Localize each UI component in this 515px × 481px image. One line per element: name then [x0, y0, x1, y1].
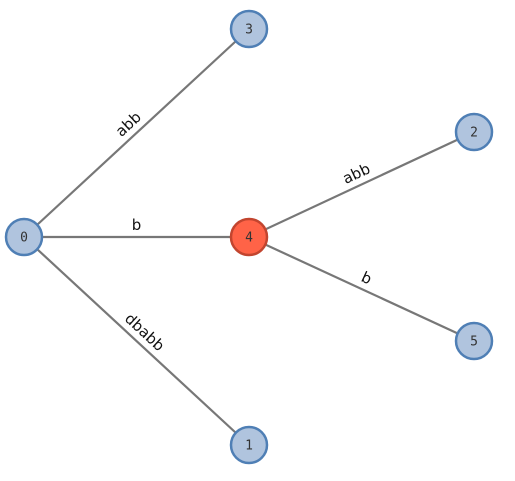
node-label-0: 0	[20, 231, 28, 246]
edge-label-0-4: b	[132, 216, 142, 234]
node-1: 1	[229, 425, 269, 465]
node-label-4: 4	[245, 231, 253, 246]
edge-label-4-2: abb	[340, 159, 373, 187]
edge-0-1	[23, 236, 250, 446]
edges-layer	[23, 28, 475, 446]
edge-label-0-3: abb	[112, 108, 145, 140]
edge-4-5	[248, 236, 475, 342]
nodes-layer: 0 3 2 4 5 1	[4, 9, 494, 465]
node-label-5: 5	[470, 335, 478, 350]
node-5: 5	[454, 321, 494, 361]
node-0: 0	[4, 217, 44, 257]
node-circle-2	[454, 112, 494, 152]
edge-label-4-5: b	[358, 268, 374, 288]
node-2: 2	[454, 112, 494, 152]
edge-4-2	[248, 131, 475, 238]
node-label-2: 2	[470, 126, 478, 141]
node-3: 3	[229, 9, 269, 49]
node-circle-3	[229, 9, 269, 49]
node-4: 4	[229, 217, 269, 257]
node-circle-0	[4, 217, 44, 257]
node-label-3: 3	[245, 23, 253, 38]
node-label-1: 1	[245, 439, 253, 454]
node-circle-4	[229, 217, 269, 257]
node-circle-5	[454, 321, 494, 361]
node-circle-1	[229, 425, 269, 465]
edge-0-3	[23, 28, 250, 238]
